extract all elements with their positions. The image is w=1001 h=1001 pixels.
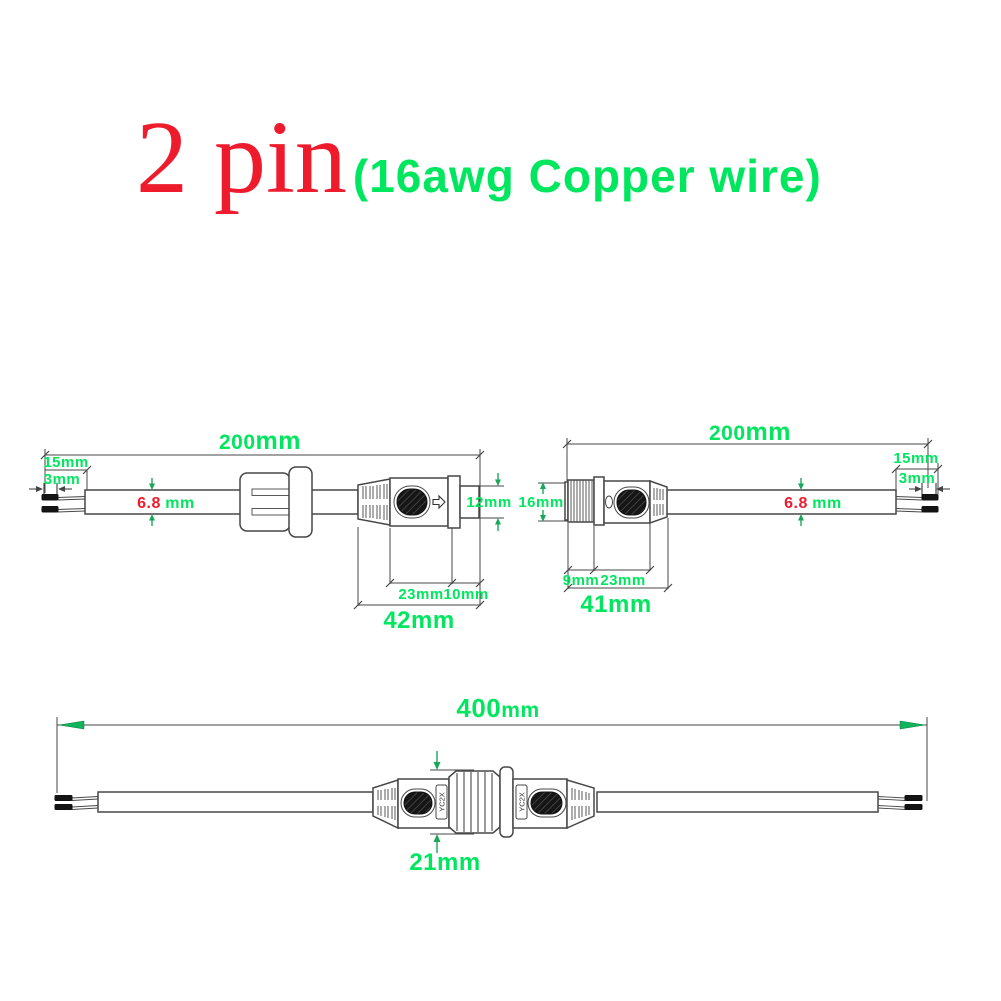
left-dim-12mm: 12mm [466, 473, 511, 531]
strain-relief-ridges [653, 488, 664, 516]
left-connector-length-label: 42mm [383, 607, 454, 634]
assembled-overall-length-label: 400mm [456, 693, 539, 723]
connector-tip [459, 485, 480, 519]
grip-pad-right [530, 791, 563, 815]
left-tip-length-label: 10mm [443, 586, 488, 603]
diagram-assembled-cable: 400mm [54, 693, 928, 876]
diagram-right-pigtail: 200mm 15mm 3mm [518, 418, 950, 618]
right-dim-16mm: 16mm [518, 482, 568, 522]
assembled-cable-left [97, 791, 374, 813]
right-dim-cable-diameter: 6.8 mm [784, 478, 841, 526]
right-dims-connector-length: 9mm 23mm 41mm [563, 518, 673, 618]
right-dim-15mm: 15mm [891, 450, 943, 494]
right-cable-diameter-unit: mm [812, 495, 841, 512]
grip-pad-left [403, 791, 433, 815]
left-dim-3mm: 3mm [29, 471, 80, 495]
strain-relief-ridges [362, 484, 388, 520]
assembled-dim-21mm: 21mm [409, 751, 480, 876]
right-tin-length-label: 3mm [899, 470, 936, 487]
right-overall-length-label: 200mm [709, 418, 791, 446]
right-strip-length-label: 15mm [893, 450, 938, 467]
left-cable-diameter-unit: mm [165, 495, 194, 512]
marking-left: YC2X [438, 792, 447, 812]
right-thread-length-label: 9mm [563, 572, 600, 589]
right-body-length-label: 23mm [600, 572, 645, 589]
coupling-nut-ribs [456, 772, 493, 832]
page-title: 2 pin(16awg Copper wire) [136, 96, 822, 221]
right-cable-diameter-value: 6.8 [784, 495, 808, 512]
right-dim-3mm: 3mm [899, 470, 950, 495]
grip-pad [616, 489, 647, 516]
assembled-dim-400mm: 400mm [56, 693, 928, 801]
left-tin-length-label: 3mm [44, 471, 81, 488]
left-dim-cable-diameter: 6.8 mm [137, 478, 194, 526]
left-male-connector [357, 475, 480, 529]
left-dim-15mm: 15mm [43, 454, 92, 491]
pin-hole [605, 495, 613, 509]
left-overall-length-label: 200mm [219, 427, 301, 455]
strain-relief [357, 478, 391, 526]
right-connector-length-label: 41mm [580, 591, 651, 618]
title-pin-count: 2 pin [136, 100, 347, 215]
right-socket-diameter-label: 16mm [518, 494, 563, 511]
strain-relief-left-ridges [377, 788, 396, 820]
right-female-connector [564, 476, 668, 526]
marking-right: YC2X [518, 792, 527, 812]
left-dims-connector-length: 23mm 10mm 42mm [353, 527, 488, 634]
strain-relief [649, 479, 668, 525]
left-coupling-nut [239, 466, 313, 538]
assembled-connector-pair: YC2X YC2X [372, 766, 595, 838]
strain-relief-right [566, 778, 595, 830]
threaded-section [567, 479, 595, 523]
orientation-arrow-icon [432, 494, 446, 510]
connector-ring [447, 475, 461, 529]
right-dim-200mm: 200mm [562, 418, 933, 488]
strain-relief-right-ridges [571, 788, 590, 820]
thread-ridges [570, 480, 593, 522]
grip-pad-outline-left [400, 788, 436, 818]
assembled-wires-left [54, 795, 99, 810]
left-cable [84, 489, 359, 515]
right-stripped-wires [895, 494, 939, 513]
diagram-left-pigtail: 200mm 15mm 3mm [29, 427, 511, 634]
left-body-length-label: 23mm [398, 586, 443, 603]
left-plug-diameter-label: 12mm [466, 494, 511, 511]
left-strip-length-label: 15mm [43, 454, 88, 471]
left-cable-diameter-value: 6.8 [137, 495, 161, 512]
left-dim-200mm: 200mm [40, 427, 485, 606]
right-cable [664, 489, 897, 515]
title-wire-spec: (16awg Copper wire) [352, 150, 822, 202]
grip-pad-outline [613, 486, 650, 519]
assembled-connector-diameter-label: 21mm [409, 849, 480, 876]
marking-plate-left [435, 784, 448, 820]
grip-pad [396, 488, 428, 516]
connector-ring [593, 476, 605, 526]
strain-relief-left [372, 778, 399, 830]
marking-plate-right [515, 784, 528, 820]
assembled-cable-right [596, 791, 879, 813]
coupling-nut-flange [499, 766, 514, 838]
left-stripped-wires [41, 494, 86, 513]
assembled-wires-right [877, 795, 923, 810]
grip-pad-outline [393, 485, 431, 519]
grip-pad-outline-right [527, 788, 567, 818]
